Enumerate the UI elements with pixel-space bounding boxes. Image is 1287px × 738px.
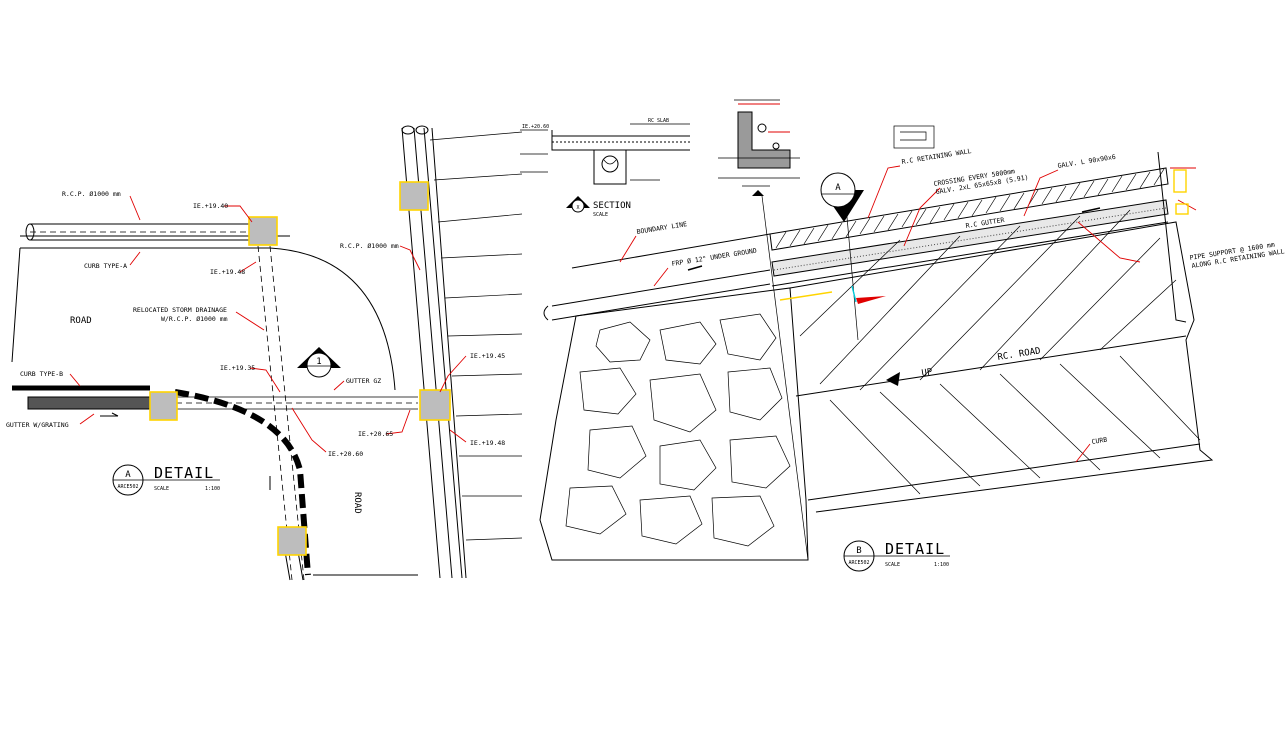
- catch-basin: [248, 216, 278, 246]
- svg-text:B: B: [856, 546, 861, 556]
- svg-text:1:100: 1:100: [934, 562, 949, 568]
- label-ie-1948: IE.+19.48: [210, 268, 245, 276]
- section-title: SECTION: [593, 201, 631, 211]
- svg-text:SCALE: SCALE: [885, 562, 900, 568]
- label-ie-1935: IE.+19.35: [220, 364, 255, 372]
- rcp-pipe-right: [401, 127, 467, 579]
- svg-text:X: X: [576, 205, 579, 211]
- svg-text:SCALE: SCALE: [154, 486, 169, 492]
- svg-text:IE.+20.60: IE.+20.60: [522, 124, 549, 130]
- label-curb: CURB: [1091, 436, 1108, 446]
- catch-basin: [399, 181, 429, 211]
- curb-arc: [269, 247, 396, 391]
- support-detail-icon: [893, 125, 935, 149]
- curb-line: [807, 443, 1201, 501]
- boundary-line: [571, 233, 771, 269]
- catch-basin: [277, 526, 307, 556]
- label-relocated: RELOCATED STORM DRAINAGE: [133, 306, 227, 314]
- svg-text:1:100: 1:100: [205, 486, 220, 492]
- svg-text:A: A: [835, 183, 841, 193]
- svg-text:SCALE: SCALE: [593, 212, 608, 218]
- rc-gutter: [771, 199, 1169, 277]
- catch-basin: [419, 389, 451, 421]
- leader-lines-a: [69, 195, 467, 453]
- section-marker-1: 1: [297, 347, 341, 378]
- road-area: [789, 221, 1214, 513]
- label-rc-road: RC. ROAD: [997, 346, 1041, 363]
- gutter-grating: [27, 396, 151, 410]
- title-block-a: A ARCE502 DETAIL SCALE 1:100: [112, 464, 220, 496]
- relocated-storm-drainage: [257, 245, 305, 581]
- label-road-left: ROAD: [70, 316, 92, 326]
- label-rcp-right: R.C.P. Ø1000 mm: [340, 242, 399, 250]
- retaining-wall-section: [718, 99, 809, 561]
- label-rcp-top: R.C.P. Ø1000 mm: [62, 190, 121, 198]
- label-curb-a: CURB TYPE-A: [84, 262, 127, 270]
- detail-b-title: DETAIL: [885, 540, 945, 558]
- road-hatch: [799, 209, 1201, 495]
- leader-lines-b: [619, 165, 1141, 463]
- label-ie-1945: IE.+19.45: [470, 352, 505, 360]
- road-centre-line: [795, 335, 1187, 397]
- label-ie-top: IE.+19.40: [193, 202, 228, 210]
- label-rc-wall: R.C RETAINING WALL: [901, 147, 972, 166]
- label-curb-b: CURB TYPE-B: [20, 370, 63, 378]
- label-up: UP: [921, 367, 934, 379]
- label-road-bottom: ROAD: [352, 492, 362, 514]
- title-block-b: B ARCE502 DETAIL SCALE 1:100: [843, 540, 950, 572]
- retaining-wall: [769, 167, 1169, 251]
- label-gutter-gz: GUTTER GZ: [346, 377, 381, 385]
- label-ie-2065: IE.+20.65: [358, 430, 393, 438]
- stone-masonry: [539, 287, 809, 561]
- label-frp: FRP Ø 12" UNDER GROUND: [671, 247, 757, 268]
- label-ie-2060: IE.+20.60: [328, 450, 363, 458]
- label-gutter-grating: GUTTER W/GRATING: [6, 421, 69, 429]
- label-galv-l2: GALV. L 90x90x6: [1057, 153, 1116, 170]
- detail-b-plan: A BOUNDARY LINE FRP Ø 12" UNDER GROUND R…: [539, 147, 1285, 572]
- detail-a-plan: 1 R.C.P. Ø1000 mm IE.+19.40 CURB TYPE-A …: [6, 125, 523, 581]
- svg-text:A: A: [125, 470, 131, 480]
- curb-type-b-curve: [174, 389, 311, 576]
- detail-a-title: DETAIL: [154, 464, 214, 482]
- catch-basin: [149, 391, 178, 421]
- section-marker-x: X: [566, 196, 590, 213]
- flow-arrow-red: [856, 296, 886, 304]
- label-ie-1948b: IE.+19.48: [470, 439, 505, 447]
- svg-text:ARCE502: ARCE502: [117, 484, 138, 490]
- label-boundary: BOUNDARY LINE: [636, 220, 688, 236]
- label-relocated-2: W/R.C.P. Ø1000 mm: [161, 315, 228, 323]
- svg-text:RC SLAB: RC SLAB: [648, 118, 669, 124]
- rcp-pipe-top: [30, 223, 250, 241]
- section-marker-a: A: [820, 172, 864, 341]
- fence-ticks: [429, 131, 523, 541]
- curb-type-a: [20, 235, 290, 249]
- section-small: IE.+20.60 RC SLAB X SECTION SCALE: [520, 118, 690, 218]
- svg-text:ARCE502: ARCE502: [848, 560, 869, 566]
- gutter-gz: [176, 396, 418, 410]
- svg-text:1: 1: [316, 357, 321, 367]
